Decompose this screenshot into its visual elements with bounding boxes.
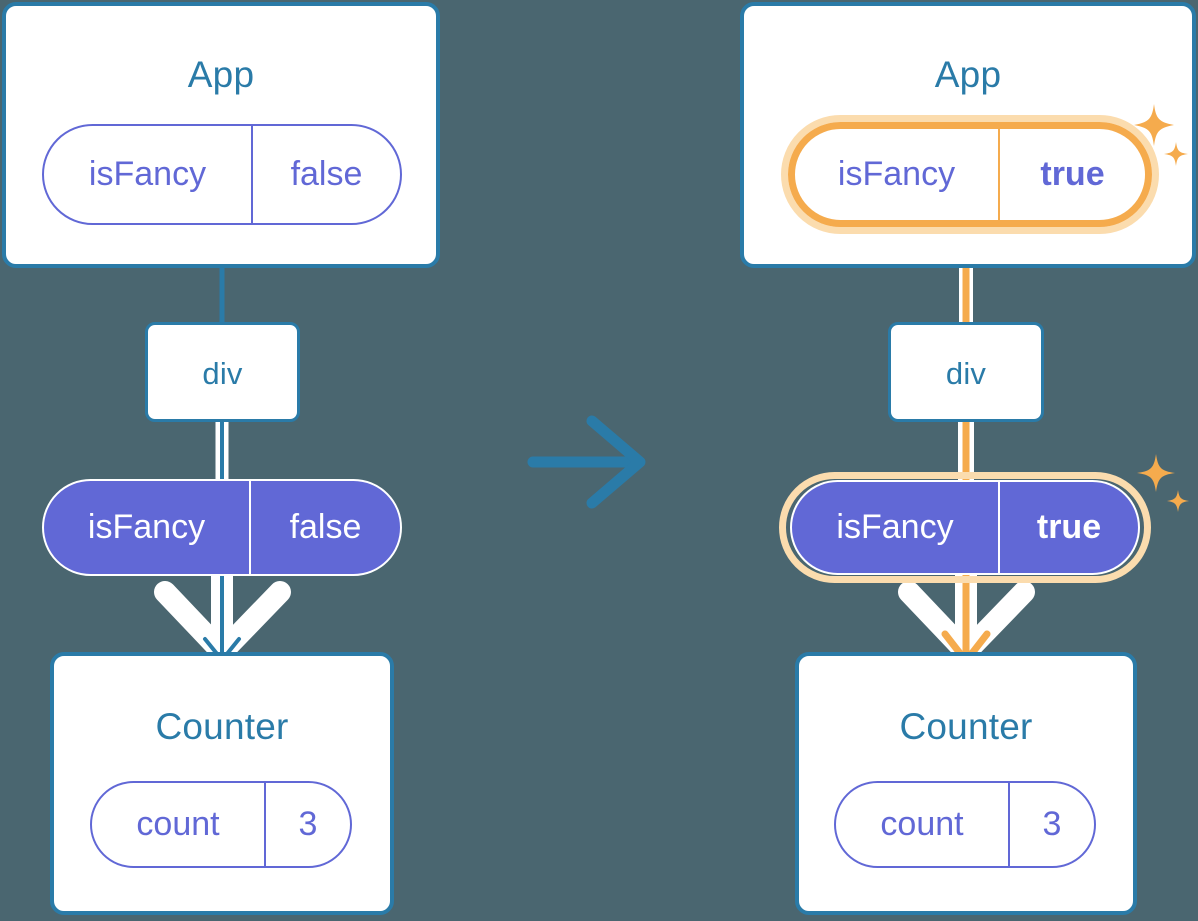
app-state-key-before: isFancy bbox=[88, 155, 207, 193]
counter-state-key-after: count bbox=[880, 805, 964, 843]
counter-state-key-before: count bbox=[136, 805, 220, 843]
sparkles-icon-app-after bbox=[1128, 100, 1198, 178]
sparkle-small-icon bbox=[1164, 142, 1188, 166]
props-pill-before: isFancy false bbox=[42, 479, 402, 576]
pill-divider bbox=[1008, 783, 1010, 866]
div-title-before: div bbox=[202, 356, 243, 391]
pill-divider bbox=[998, 482, 1000, 573]
app-state-pill-glow-after bbox=[781, 115, 1159, 234]
counter-state-pill-after: count 3 bbox=[834, 781, 1096, 868]
counter-title-after: Counter bbox=[899, 706, 1033, 747]
arrow-inner-left bbox=[203, 566, 241, 662]
pill-divider bbox=[251, 126, 253, 223]
pill-divider bbox=[249, 481, 251, 574]
app-state-value-after: true bbox=[1040, 155, 1105, 193]
props-value-before: false bbox=[289, 508, 362, 546]
app-title-before: App bbox=[187, 54, 255, 95]
sparkle-large-icon bbox=[1137, 454, 1175, 492]
div-title-after: div bbox=[945, 356, 987, 391]
counter-state-value-before: 3 bbox=[298, 805, 318, 843]
props-key-after: isFancy bbox=[836, 508, 954, 546]
app-title-after: App bbox=[934, 54, 1002, 95]
pill-divider bbox=[264, 783, 266, 866]
sparkle-small-icon bbox=[1167, 490, 1189, 512]
sparkles-icon-props-after bbox=[1134, 452, 1198, 522]
props-value-after: true bbox=[1036, 508, 1102, 546]
app-state-value-before: false bbox=[290, 155, 363, 193]
counter-title-before: Counter bbox=[155, 706, 289, 747]
counter-box-after: Counter bbox=[795, 652, 1137, 915]
sparkle-large-icon bbox=[1134, 104, 1174, 146]
pill-divider bbox=[998, 129, 1000, 220]
props-pill-after: isFancy true bbox=[790, 480, 1140, 575]
div-box-after: div bbox=[888, 322, 1044, 422]
app-state-pill-after: isFancy true bbox=[788, 122, 1152, 227]
app-state-key-after: isFancy bbox=[837, 155, 956, 193]
counter-state-pill-before: count 3 bbox=[90, 781, 352, 868]
div-box-before: div bbox=[145, 322, 300, 422]
props-pill-glow-after bbox=[779, 472, 1151, 583]
props-key-before: isFancy bbox=[87, 508, 206, 546]
arrow-right-icon bbox=[527, 415, 646, 509]
app-state-pill-before: isFancy false bbox=[42, 124, 402, 225]
counter-state-value-after: 3 bbox=[1042, 805, 1062, 843]
